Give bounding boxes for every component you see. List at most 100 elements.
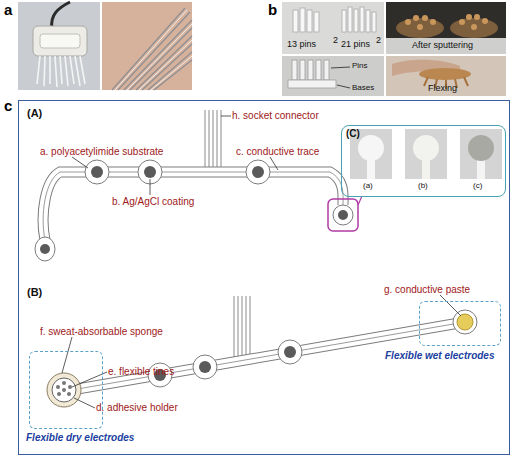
brush-bristles: [37, 56, 85, 87]
pin: [413, 15, 419, 21]
coated-electrode-disc: [468, 135, 494, 161]
callout-label: b. Ag/AgCl coating: [112, 196, 194, 207]
pin: [316, 60, 321, 80]
part-label: Pins: [352, 62, 368, 71]
bristle: [44, 56, 45, 86]
tine: [62, 381, 66, 385]
pin: [459, 19, 465, 25]
electrode-holder: [33, 26, 87, 56]
pad: [85, 160, 109, 184]
photo-background: [386, 2, 506, 54]
electrode-disc: [413, 135, 439, 161]
photo-label: 21 pins: [341, 40, 370, 50]
leader-line: [440, 295, 461, 316]
plastic-pins: [293, 7, 376, 32]
pin: [474, 14, 480, 20]
wet-pad: [453, 310, 477, 334]
panel-letter: a: [4, 2, 12, 19]
leader-line: [74, 398, 95, 408]
bristle: [127, 24, 192, 90]
pin: [482, 18, 488, 24]
pad: [35, 237, 55, 261]
tine: [57, 392, 61, 396]
flexible-tines: [56, 381, 72, 396]
bristle-closeup-photo: [102, 2, 192, 90]
bristle: [148, 52, 192, 90]
callout-label: a. polyacetylimide substrate: [40, 146, 163, 157]
callout-label: c. conductive trace: [236, 146, 319, 157]
brush-photo: [18, 2, 100, 90]
conductive-trace: [43, 172, 343, 240]
callout-label: f. sweat-absorbable sponge: [40, 326, 163, 337]
highlight-link: [358, 196, 362, 205]
thumbnail-background: [405, 129, 447, 179]
sputtered-pin-photo: [386, 2, 506, 54]
leader-line: [337, 85, 350, 88]
agagcl-coating: [154, 346, 296, 381]
leader-line: [62, 337, 72, 373]
pin: [417, 24, 423, 30]
callout-label: e. flexible tines: [108, 366, 174, 377]
pad: [333, 205, 353, 225]
bristle: [136, 36, 192, 90]
pin: [348, 7, 352, 32]
thumbnail-label: (a): [363, 182, 373, 191]
coating: [338, 210, 348, 220]
scale-number: 2: [333, 36, 338, 46]
trace: [213, 110, 214, 172]
highlight-box: [328, 199, 358, 231]
electrode-thumbnails: [350, 129, 502, 179]
plastic-pins: [288, 60, 336, 88]
pin: [424, 77, 428, 86]
bristle: [70, 56, 74, 84]
leader-line: [72, 372, 107, 387]
pin: [466, 14, 472, 20]
bristle: [55, 56, 57, 87]
pin: [300, 8, 305, 32]
pin: [464, 77, 468, 86]
scale-number: 2: [376, 36, 381, 46]
trace: [242, 296, 243, 360]
pin-electrode-photo: [282, 2, 384, 54]
holder-cap: [40, 34, 80, 48]
pin: [293, 10, 298, 32]
leader-line: [221, 116, 231, 117]
pin: [360, 7, 364, 32]
group-heading: Flexible dry electrodes: [26, 432, 134, 443]
leader-line: [72, 157, 88, 168]
tine: [67, 392, 71, 396]
electrode-pads: [35, 160, 353, 261]
tine: [68, 385, 72, 389]
bristle: [60, 56, 62, 84]
trace: [234, 296, 235, 362]
coating: [284, 346, 296, 358]
pin: [354, 9, 358, 32]
callout-label: d. adhesive holder: [96, 402, 178, 413]
bristle: [65, 56, 68, 86]
pin: [324, 60, 329, 80]
pin: [422, 15, 428, 21]
bristle: [151, 56, 192, 90]
socket-traces: [234, 296, 250, 362]
coating: [199, 361, 211, 373]
copper-pins: [405, 14, 488, 30]
photo-background: [282, 56, 384, 96]
thumbnail-label: (b): [418, 182, 428, 191]
photo-label: Flexing: [428, 84, 457, 94]
photo-label: After sputtering: [412, 41, 473, 51]
panel-sub-label: (B): [27, 286, 42, 298]
tine: [56, 385, 60, 389]
callout-label: h. socket connector: [232, 110, 319, 121]
inset-label: (C): [346, 128, 360, 139]
group-heading: Flexible wet electrodes: [385, 350, 495, 361]
pad: [278, 340, 302, 364]
tine: [62, 388, 66, 392]
pin: [430, 19, 436, 25]
photo-background: [282, 2, 384, 54]
thumbnail-background: [460, 129, 502, 179]
wet-electrode-box: Flexible wet electrodes: [419, 301, 501, 346]
photo-background: [102, 2, 192, 90]
brush-bristles: [112, 8, 192, 90]
part-label: Bases: [352, 84, 374, 93]
